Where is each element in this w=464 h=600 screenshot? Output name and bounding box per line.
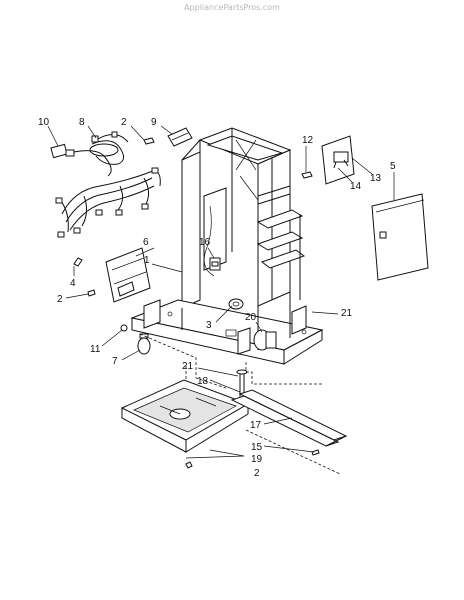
screw-part — [311, 449, 320, 456]
callout-6: 6 — [143, 237, 149, 248]
shield-part — [105, 247, 151, 303]
wire-harness-part — [50, 131, 161, 238]
callout-1: 1 — [144, 255, 150, 266]
callout-21: 21 — [341, 308, 353, 319]
callout-4: 4 — [70, 278, 76, 289]
callout-19: 19 — [251, 454, 263, 465]
callout-2: 2 — [121, 117, 127, 128]
caster-part — [137, 333, 151, 355]
callout-7: 7 — [112, 356, 118, 367]
callout-2: 2 — [254, 468, 260, 479]
base-pan-part — [120, 379, 250, 453]
callout-15: 15 — [251, 442, 263, 453]
callout-21: 21 — [182, 361, 194, 372]
rail-part — [230, 389, 348, 447]
callout-3: 3 — [206, 320, 212, 331]
motor-part — [253, 329, 277, 351]
callout-20: 20 — [245, 312, 257, 323]
callout-8: 8 — [79, 117, 85, 128]
rear-panel-part — [371, 193, 429, 281]
screw-part — [73, 257, 96, 297]
screw-part — [185, 461, 193, 469]
control-bracket-part — [301, 135, 355, 185]
callout-9: 9 — [151, 117, 157, 128]
callout-11: 11 — [90, 344, 101, 355]
callout-14: 14 — [350, 181, 362, 192]
assembly-guide-lines — [139, 333, 341, 475]
callout-5: 5 — [390, 161, 396, 172]
callout-2: 2 — [57, 294, 63, 305]
callout-12: 12 — [302, 135, 314, 146]
callout-13: 13 — [370, 173, 382, 184]
callout-17: 17 — [250, 420, 262, 431]
switch-part — [209, 257, 221, 271]
leader-lines — [47, 125, 395, 459]
pulley-part — [228, 298, 244, 310]
watermark-text: AppliancePartsPros.com — [184, 3, 280, 12]
callout-10: 10 — [38, 117, 50, 128]
grommet-part — [120, 324, 128, 332]
cabinet-frame-part — [130, 127, 324, 365]
bracket-part — [167, 127, 193, 147]
callout-18: 18 — [197, 376, 209, 387]
callout-16: 16 — [199, 237, 211, 248]
screw-part — [143, 137, 155, 145]
